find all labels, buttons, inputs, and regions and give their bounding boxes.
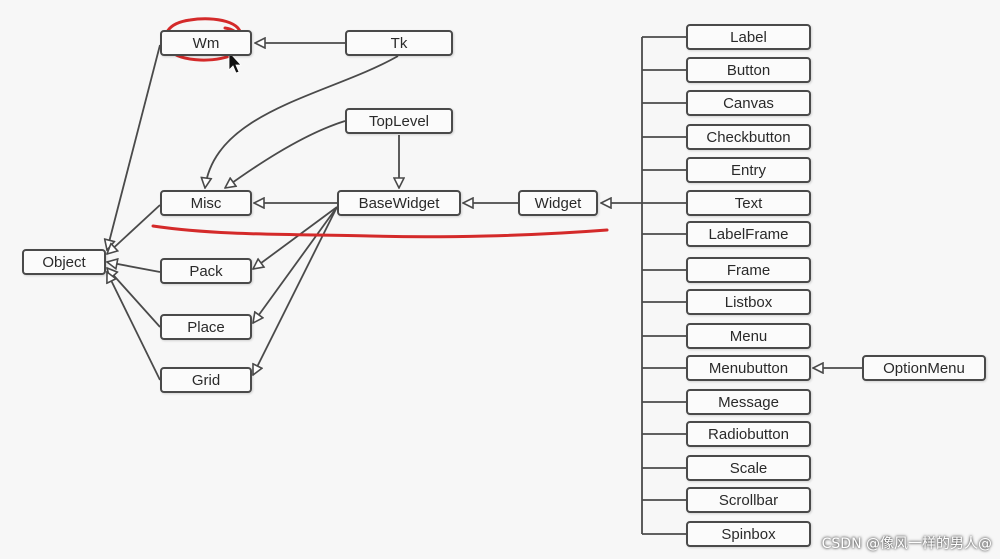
- node-menu: Menu: [686, 323, 811, 349]
- node-basewidget: BaseWidget: [337, 190, 461, 216]
- edge-tk-misc: [205, 55, 399, 188]
- edge-pack-object: [107, 262, 161, 273]
- node-object: Object: [22, 249, 106, 275]
- node-label: Label: [686, 24, 811, 50]
- node-message: Message: [686, 389, 811, 415]
- node-tk: Tk: [345, 30, 453, 56]
- node-pack: Pack: [160, 258, 252, 284]
- edge-basewidget-pack: [253, 206, 338, 269]
- edge-place-object: [107, 268, 161, 328]
- node-misc: Misc: [160, 190, 252, 216]
- node-labelframe: LabelFrame: [686, 221, 811, 247]
- node-scrollbar: Scrollbar: [686, 487, 811, 513]
- annotation-underline: [151, 224, 609, 239]
- edge-basewidget-grid: [252, 206, 338, 375]
- node-optionmenu: OptionMenu: [862, 355, 986, 381]
- node-grid: Grid: [160, 367, 252, 393]
- node-toplevel: TopLevel: [345, 108, 453, 134]
- node-button: Button: [686, 57, 811, 83]
- edge-basewidget-place: [253, 206, 338, 323]
- node-radiobutton: Radiobutton: [686, 421, 811, 447]
- node-text: Text: [686, 190, 811, 216]
- node-frame: Frame: [686, 257, 811, 283]
- node-checkbutton: Checkbutton: [686, 124, 811, 150]
- edge-toplevel-misc: [225, 120, 346, 188]
- edge-grid-object: [107, 272, 161, 381]
- node-scale: Scale: [686, 455, 811, 481]
- edge-misc-object: [107, 204, 161, 254]
- node-spinbox: Spinbox: [686, 521, 811, 547]
- mouse-cursor-icon: [228, 50, 242, 74]
- node-widget: Widget: [518, 190, 598, 216]
- node-listbox: Listbox: [686, 289, 811, 315]
- csdn-watermark: CSDN @像风一样的男人@: [821, 536, 992, 552]
- node-place: Place: [160, 314, 252, 340]
- node-canvas: Canvas: [686, 90, 811, 116]
- edge-wm-object: [107, 44, 161, 250]
- node-entry: Entry: [686, 157, 811, 183]
- node-wm: Wm: [160, 30, 252, 56]
- node-menubutton: Menubutton: [686, 355, 811, 381]
